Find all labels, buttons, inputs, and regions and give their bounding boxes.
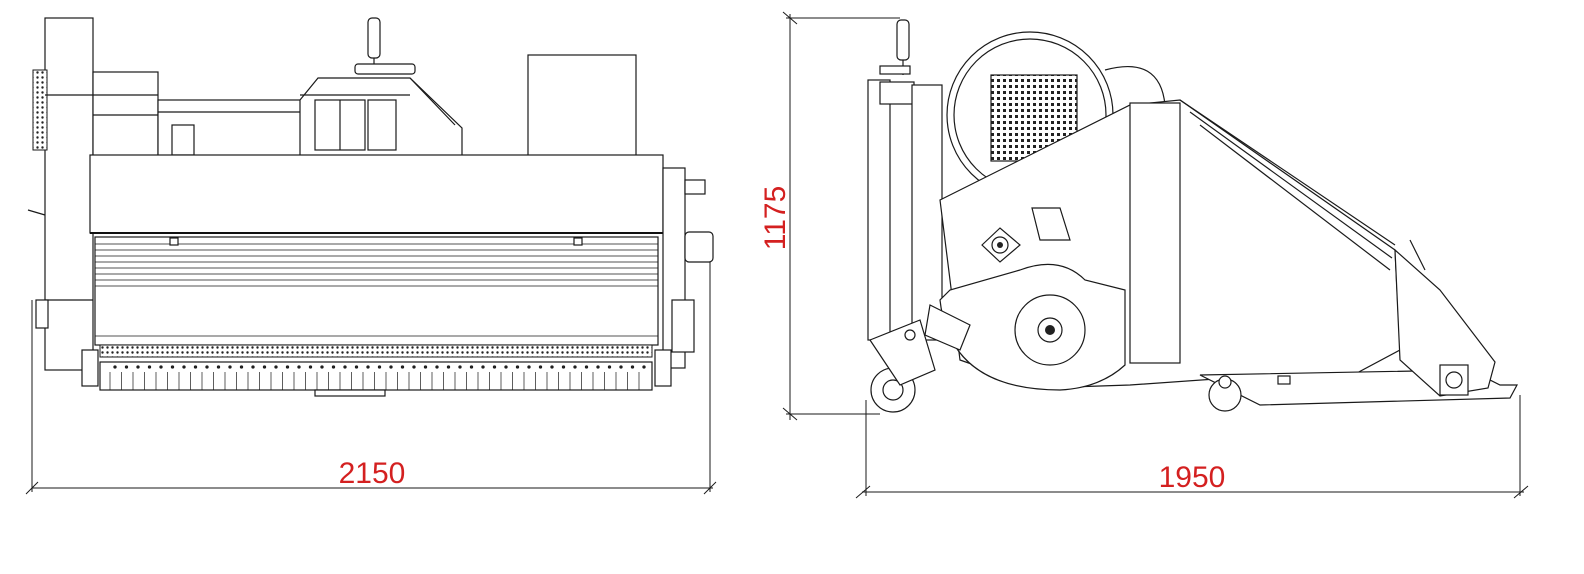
skid-rivet [504, 365, 508, 369]
skid-rivet [262, 365, 267, 369]
front-main-housing [89, 154, 664, 234]
skid-rivet [630, 365, 635, 369]
skid-rivet [308, 365, 313, 369]
side-hitch-post [867, 79, 891, 341]
skid-rivet [251, 365, 255, 369]
skid-rivet [527, 365, 531, 369]
skid-rivet [354, 365, 359, 369]
skid-rivet [113, 365, 117, 369]
front-left-side-panel [44, 17, 94, 371]
front-view [27, 17, 714, 397]
side-length-label: 1950 [1159, 461, 1226, 494]
skid-rivet [297, 365, 301, 369]
skid-rivet [205, 365, 209, 369]
side-view [867, 19, 1519, 413]
skid-rivet [458, 365, 462, 369]
skid-rivet [216, 365, 221, 369]
skid-rivet [550, 365, 554, 369]
dimension-lines [25, 11, 1529, 499]
skid-rivet [607, 365, 612, 369]
skid-rivet [573, 365, 577, 369]
skid-rivet [239, 365, 244, 369]
skid-rivet [584, 365, 589, 369]
skid-rivet [320, 365, 324, 369]
skid-rivet [136, 365, 140, 369]
skid-rivet [285, 365, 290, 369]
front-rotor-lines [95, 243, 658, 337]
skid-rivet [412, 365, 416, 369]
skid-rivet [435, 365, 439, 369]
skid-rivet [642, 365, 646, 369]
side-rear-gearbox [1394, 248, 1496, 397]
skid-rivet [124, 365, 129, 369]
front-dotted-bar [99, 344, 653, 358]
front-top-box [527, 54, 637, 158]
skid-rivet [274, 365, 278, 369]
side-handle [896, 19, 910, 61]
skid-rivet [492, 365, 497, 369]
skid-rivet [170, 365, 175, 369]
skid-rivet [228, 365, 232, 369]
front-rotor-section [94, 236, 659, 346]
skid-rivet [147, 365, 152, 369]
front-teeth [109, 365, 646, 390]
front-handle [367, 17, 381, 59]
front-left-grille [32, 69, 48, 151]
skid-rivet [343, 365, 347, 369]
skid-rivet [561, 365, 566, 369]
skid-rivet [331, 365, 336, 369]
skid-rivet [446, 365, 451, 369]
side-height-label: 1175 [759, 186, 792, 251]
skid-rivet [596, 365, 600, 369]
skid-rivet [481, 365, 485, 369]
skid-rivet [182, 365, 186, 369]
side-front-flap [924, 304, 971, 351]
skid-rivet [538, 365, 543, 369]
skid-rivet [469, 365, 474, 369]
skid-rivet [377, 365, 382, 369]
skid-rivet [400, 365, 405, 369]
skid-rivet [423, 365, 428, 369]
skid-rivet [515, 365, 520, 369]
skid-rivet [159, 365, 163, 369]
skid-rivet [389, 365, 393, 369]
skid-rivet [619, 365, 623, 369]
front-width-label: 2150 [339, 457, 406, 490]
skid-rivet [366, 365, 370, 369]
skid-rivet [193, 365, 198, 369]
